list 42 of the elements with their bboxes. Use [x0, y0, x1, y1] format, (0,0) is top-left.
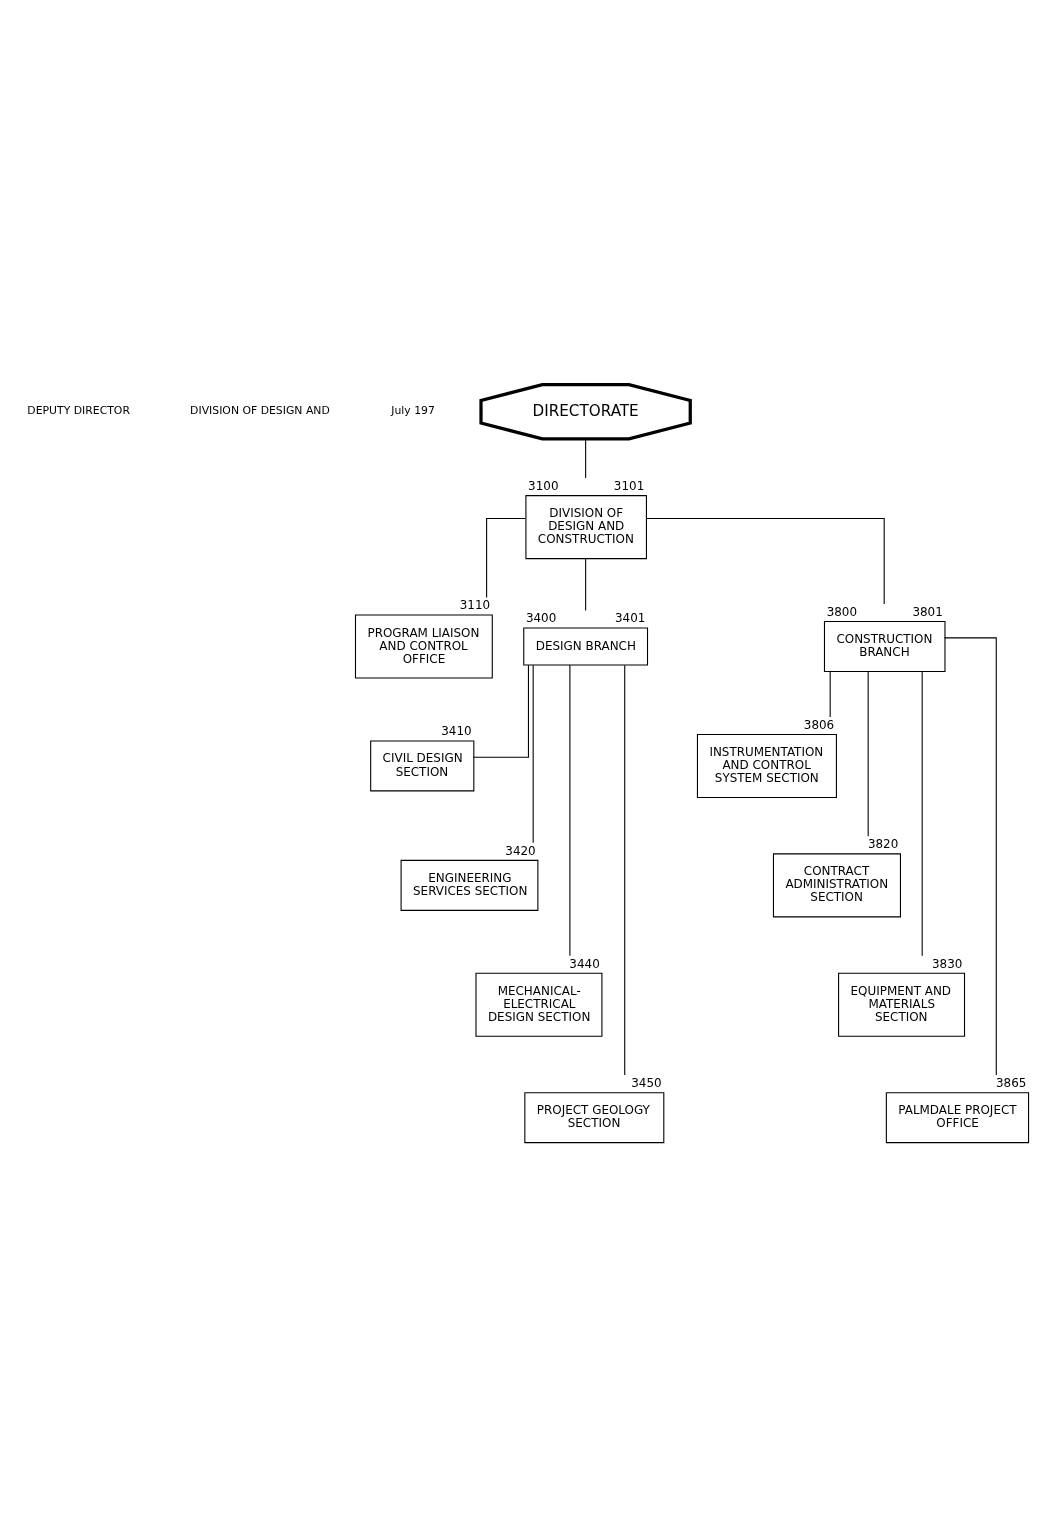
connector — [921, 670, 923, 956]
node-box: ENGINEERING SERVICES SECTION — [400, 859, 539, 911]
connector — [486, 517, 526, 598]
connector — [532, 664, 534, 843]
connector — [585, 437, 587, 479]
node-box: CONTRACT ADMINISTRATION SECTION — [772, 852, 901, 917]
node-label: 3400 — [525, 610, 557, 625]
node-box: DESIGN BRANCH — [523, 627, 649, 666]
node-label: 3420 — [505, 843, 536, 858]
node-label: 3830 — [931, 956, 963, 971]
node-box: DIVISION OF DESIGN AND CONSTRUCTION — [525, 494, 647, 559]
node-label: 3440 — [569, 956, 600, 971]
node-label: 3401 — [614, 610, 646, 625]
node-label: 3865 — [996, 1075, 1027, 1090]
node-label: 3800 — [826, 604, 858, 619]
node-label: 3801 — [912, 604, 943, 619]
node-box: INSTRUMENTATION AND CONTROL SYSTEM SECTION — [696, 733, 837, 798]
node-box: CONSTRUCTION BRANCH — [823, 620, 946, 672]
connector — [585, 557, 587, 611]
connector — [569, 664, 571, 956]
node-box: PROJECT GEOLOGY SECTION — [524, 1091, 665, 1143]
node-box: CIVIL DESIGN SECTION — [370, 739, 475, 791]
node-box: MECHANICAL- ELECTRICAL DESIGN SECTION — [475, 972, 603, 1037]
connector — [829, 670, 831, 717]
node-box: PROGRAM LIAISON AND CONTROL OFFICE — [354, 614, 493, 679]
connector — [624, 664, 626, 1076]
connector — [473, 664, 529, 758]
label: July 197 — [391, 403, 435, 417]
node-label: 3100 — [528, 478, 559, 493]
connector — [645, 517, 885, 604]
connector — [867, 670, 869, 837]
node-label: 3110 — [459, 597, 491, 612]
node-label: 3820 — [867, 836, 899, 851]
node-label: 3101 — [613, 478, 645, 493]
label: DEPUTY DIRECTOR — [27, 403, 130, 417]
node-label: 3450 — [631, 1075, 662, 1090]
node-label: 3806 — [803, 717, 835, 732]
node-box: EQUIPMENT AND MATERIALS SECTION — [838, 972, 966, 1037]
node-label: 3410 — [441, 723, 472, 738]
label: DIVISION OF DESIGN AND — [190, 403, 330, 417]
connector — [943, 636, 997, 1076]
node-box: PALMDALE PROJECT OFFICE — [885, 1091, 1030, 1143]
